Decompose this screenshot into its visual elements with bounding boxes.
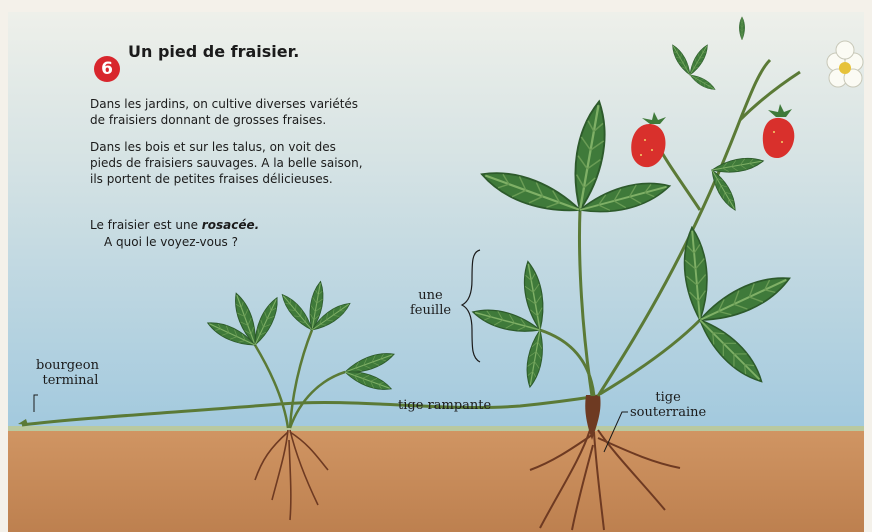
question-line-1: Le fraisier est une rosacée. (90, 218, 259, 232)
label-underground-stem: tige souterraine (630, 390, 706, 420)
label-terminal-bud: bourgeon terminal (36, 358, 99, 388)
paragraph-garden: Dans les jardins, on cultive diverses va… (90, 96, 420, 128)
soil-ground (8, 430, 864, 532)
label-runner: tige rampante (398, 398, 491, 413)
page-title: Un pied de fraisier. (128, 42, 299, 61)
paragraph-wild: Dans les bois et sur les talus, on voit … (90, 139, 420, 187)
question-line-2: A quoi le voyez-vous ? (104, 235, 238, 249)
lesson-number-badge: 6 (94, 56, 120, 82)
ground-line (8, 426, 864, 431)
label-leaf: une feuille (410, 288, 451, 318)
